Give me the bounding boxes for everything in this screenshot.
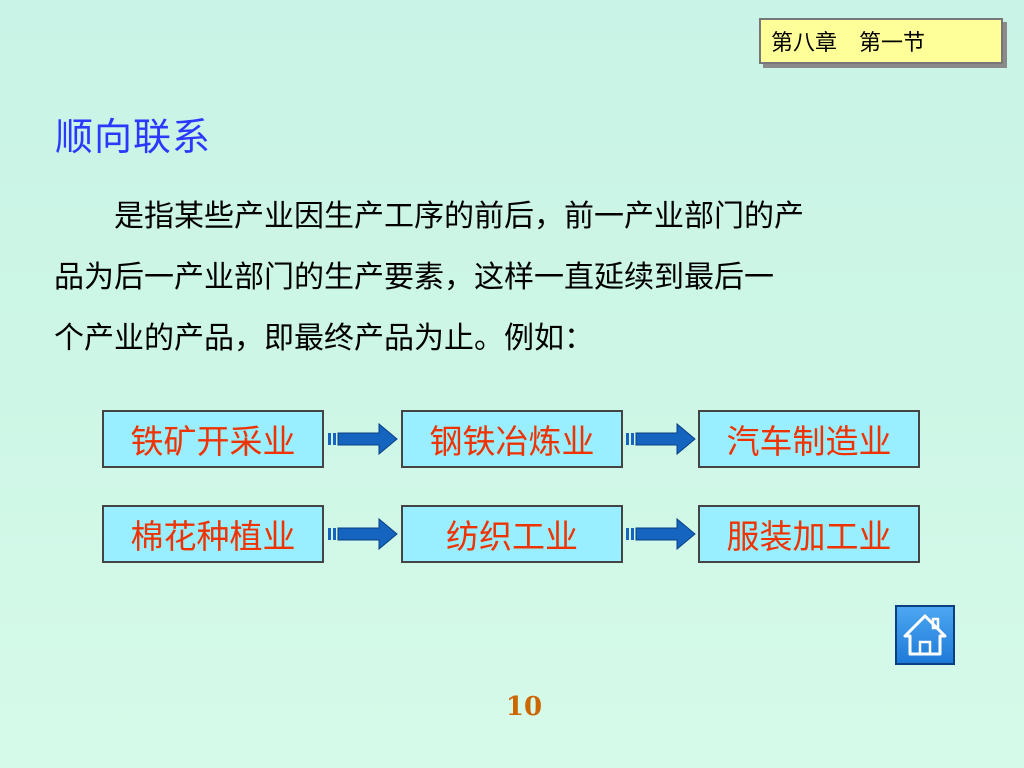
right-arrow-icon [626, 517, 696, 551]
paragraph-line: 是指某些产业因生产工序的前后，前一产业部门的产 [114, 199, 804, 234]
paragraph-line: 个产业的产品，即最终产品为止。例如： [54, 321, 594, 356]
flow-box-textile: 纺织工业 [401, 505, 623, 563]
home-icon [903, 614, 947, 656]
chapter-section-label: 第八章 第一节 [759, 18, 1003, 64]
right-arrow-icon [328, 517, 398, 551]
right-arrow-icon [626, 422, 696, 456]
paragraph-line: 品为后一产业部门的生产要素，这样一直延续到最后一 [54, 260, 774, 295]
flow-box-steel: 钢铁冶炼业 [401, 410, 623, 468]
slide-title: 顺向联系 [55, 115, 212, 159]
flow-box-automobile: 汽车制造业 [698, 410, 920, 468]
flow-box-garment: 服装加工业 [698, 505, 920, 563]
right-arrow-icon [328, 422, 398, 456]
definition-paragraph: 是指某些产业因生产工序的前后，前一产业部门的产 品为后一产业部门的生产要素，这样… [54, 186, 974, 369]
flow-box-cotton: 棉花种植业 [102, 505, 324, 563]
page-number: 10 [505, 692, 543, 722]
home-button[interactable] [895, 605, 955, 665]
flow-box-mining: 铁矿开采业 [102, 410, 324, 468]
